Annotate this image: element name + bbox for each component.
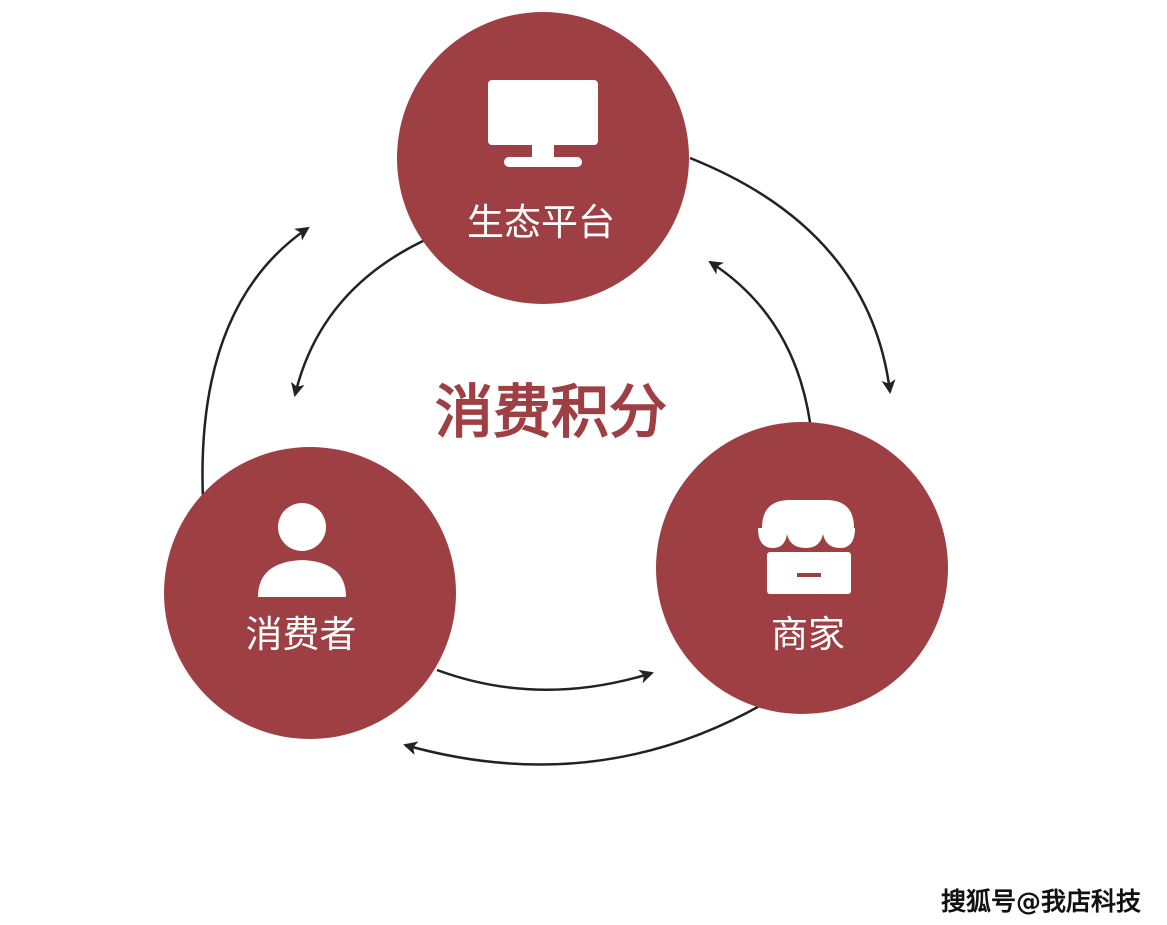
node-consumer-label: 消费者 <box>246 613 357 656</box>
arrow-merchant-to-platform <box>708 260 814 439</box>
arrow-platform-to-consumer <box>290 238 426 397</box>
node-platform-label: 生态平台 <box>467 201 615 244</box>
center-title: 消费积分 <box>435 378 667 446</box>
person-icon <box>258 503 346 597</box>
arrow-consumer-to-merchant <box>436 668 654 692</box>
node-platform: 生态平台 <box>397 12 689 304</box>
watermark-text: 搜狐号@我店科技 <box>940 887 1141 916</box>
storefront-icon <box>758 500 855 594</box>
node-merchant-label: 商家 <box>771 613 845 656</box>
arrow-consumer-to-platform <box>201 226 310 501</box>
monitor-icon <box>488 80 598 167</box>
node-merchant: 商家 <box>656 422 948 714</box>
node-consumer: 消费者 <box>164 447 456 739</box>
cycle-arrows <box>201 156 896 766</box>
arrow-merchant-to-consumer <box>403 698 771 766</box>
arrow-platform-to-merchant <box>689 156 896 394</box>
